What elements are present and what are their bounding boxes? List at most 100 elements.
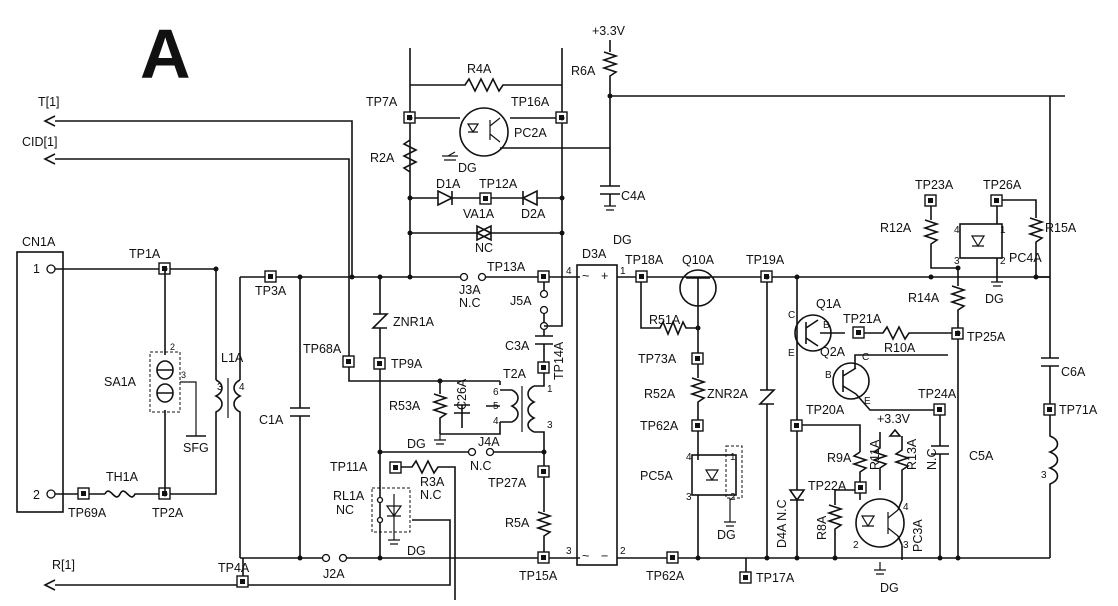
bridge-d3a: D3A ~ + ~ − 4 1 3 2 [566,247,626,566]
va1a-nc-label: NC [475,241,493,255]
tp2a-label: TP2A [152,506,184,520]
pc3a-pin3: 3 [903,540,909,551]
q2a-pin-c: C [862,352,869,363]
r10a-label: R10A [884,341,916,355]
r2a-label: R2A [370,151,395,165]
port-t: T[1] [38,95,353,277]
rl1a-label: RL1A [333,489,365,503]
pc5a-pin4: 4 [686,452,692,463]
tp18a-label: TP17A [756,571,795,585]
d3a-minus: − [601,549,608,563]
pc4a-pin2: 2 [1000,256,1006,267]
c1a-label: C1A [259,413,284,427]
r6a-label: R6A [571,64,596,78]
sa1a-pin3: 3 [181,370,186,380]
r14a-label: R14A [908,291,940,305]
supply-top-label: +3.3V [592,24,626,38]
tp27a-label: TP71A [1059,403,1098,417]
port-cid-label: CID[1] [22,135,57,149]
j2a-label: J2A [323,567,345,581]
tp22a-label: TP22A [808,479,847,493]
pc4a-pin1: 1 [1000,225,1006,236]
tp21a-label: TP21A [843,312,882,326]
transistor-q2a: Q2A B C E [820,345,871,407]
tp26a-label: TP26A [983,178,1022,192]
t2a-pin4: 4 [493,416,499,427]
panel-letter: A [140,15,191,93]
pc3a-label: PC3A [911,519,925,552]
thermistor-th1a: TH1A [104,470,140,498]
q2a-pin-e: E [864,396,871,407]
tp20a-label: TP20A [806,403,845,417]
connector-cn1a: CN1A 1 2 [16,235,64,513]
rl1a-dg-label: DG [407,544,426,558]
pc4a-label: PC4A [1009,251,1042,265]
r12a-label: R12A [880,221,912,235]
cn1a-pin2: 2 [33,488,40,502]
j3a-label: J3A [459,283,481,297]
c5a-label: C5A [969,449,994,463]
j3a-nc-label: N.C [459,296,481,310]
l1a-label: L1A [221,351,244,365]
r9a-label: R9A [827,451,852,465]
port-cid: CID[1] [22,135,440,382]
choke-l1a: L1A 3 4 [214,277,245,558]
c4a-dg-label: DG [613,233,632,247]
j4a-label: J4A [478,435,500,449]
transistor-q10a: Q10A [679,253,717,307]
tp16a-label: TP16A [511,95,550,109]
t2a-pin1: 1 [547,384,553,395]
t2a-label: T2A [503,367,527,381]
tp3a-label: TP3A [255,284,287,298]
optocoupler-pc3a: PC3A DG 4 2 3 [853,493,925,595]
tp68a-label: TP62A [640,419,679,433]
znr1a-label: ZNR1A [393,315,435,329]
resistor-r2a: R2A [370,139,418,173]
pc2a-label: PC2A [514,126,547,140]
port-t-label: T[1] [38,95,60,109]
pc5a-label: PC5A [640,469,673,483]
r8a-label: R8A [815,515,829,540]
q1a-pin-b: B [823,320,830,331]
d2a-label: D2A [521,207,546,221]
pc2a-dg-label: DG [458,161,477,175]
q10a-label: Q10A [682,253,715,267]
znr2a-label: ZNR2A [707,387,749,401]
d4a-label: D4A N.C [775,499,789,548]
capacitor-c1a: C1A [259,277,310,558]
pc5a-pin2: 2 [730,492,736,503]
t2a-dg-label: DG [407,437,426,451]
sfg-label: SFG [183,441,209,455]
q2a-label: Q2A [820,345,846,359]
transistor-q1a: Q1A C B E [788,297,845,359]
resistor-r4a: R4A [410,62,562,93]
c4a-label: C4A [621,189,646,203]
sa1a-pin2: 2 [170,342,175,352]
surge-arrestor-sa1a: SA1A SFG 2 3 [104,269,209,494]
varistor-va1a: NC [410,224,562,255]
d3a-pin3: 3 [566,546,572,557]
d3a-label: D3A [582,247,607,261]
r52a-label: R52A [644,387,676,401]
pc4a-pin3: 3 [954,256,960,267]
port-r-label: R[1] [52,558,75,572]
c6a-label: C6A [1061,365,1086,379]
c3a-label: C3A [505,339,530,353]
tp17a-label: TP18A [625,253,664,267]
r4a-label: R4A [467,62,492,76]
tp73a-label: TP73A [638,352,677,366]
rl1a-nc-label: NC [336,503,354,517]
r53a-label: R53A [389,399,421,413]
d3a-plus: + [601,269,608,283]
c26a-label: C26A [455,378,469,410]
th1a-label: TH1A [106,470,139,484]
tp13a-label: TP13A [487,260,526,274]
r51a-label: R51A [649,313,681,327]
cn1a-pin1: 1 [33,262,40,276]
tp71a-label: TP69A [68,506,107,520]
junction-dots [162,115,1039,561]
coil-pin3: 3 [1041,470,1047,481]
j5a-label: J5A [510,294,532,308]
q2a-pin-b: B [825,370,832,381]
